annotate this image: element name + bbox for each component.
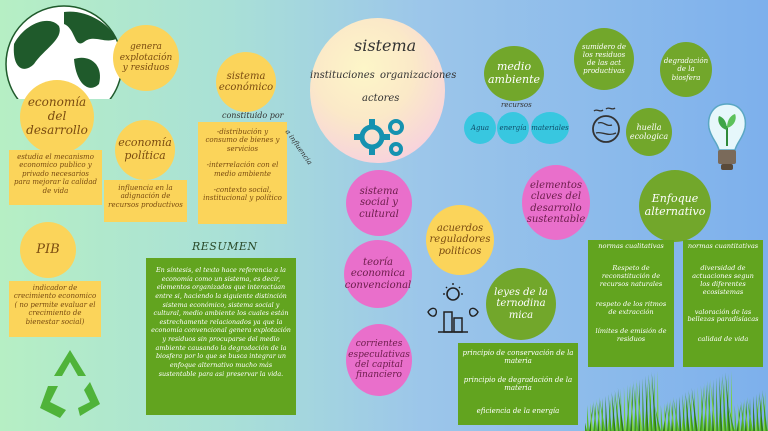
globe-icon — [5, 5, 123, 99]
node-huella-ecologica: huella ecologica — [626, 108, 672, 156]
norma-item: respeto de los ritmos de extracción — [595, 299, 667, 316]
grass-icon — [585, 371, 768, 431]
node-materiales: materiales — [531, 112, 569, 144]
world-hand-icon — [592, 107, 620, 143]
distribucion-item: -interrelación con el medio ambiente — [206, 161, 279, 178]
distribucion-item: -contexto social, institucional y políti… — [203, 185, 282, 203]
distribucion-item: -distribución y consumo de bienes y serv… — [205, 128, 280, 153]
sistema-instituciones: instituciones — [310, 70, 375, 81]
node-sistema-social: sistema social y cultural — [346, 170, 412, 236]
box-distribucion: -distribución y consumo de bienes y serv… — [198, 122, 287, 224]
normas-cuantitativas-title: normas cuantitativas — [687, 242, 759, 250]
box-influencia: influencia en la adignación de recursos … — [104, 180, 187, 222]
node-economia-desarrollo: economía del desarrollo — [20, 80, 94, 154]
node-sistema: sistema instituciones organizaciones act… — [310, 18, 456, 163]
norma-item: límites de emisión de residuos — [595, 327, 667, 344]
node-pib: PIB — [20, 222, 76, 278]
node-sumidero: sumidero de los residuos de las act prod… — [574, 28, 634, 90]
gears-icon — [354, 119, 404, 156]
node-elementos-claves: elementos claves del desarrollo sustenta… — [522, 165, 590, 240]
box-pib: indicador de crecimiento economico ( no … — [9, 281, 101, 337]
box-resumen: En síntesis, el texto hace referencia a … — [146, 258, 296, 415]
principio-item: principio de conservación de la materia — [462, 349, 574, 366]
node-enfoque-alternativo: Enfoque alternativo — [639, 170, 711, 242]
lightbulb-plant-icon — [707, 103, 747, 170]
node-economia-politica: economía política — [115, 120, 175, 180]
principio-item: principio de degradación de la materia — [463, 375, 573, 393]
sistema-title: sistema — [354, 36, 417, 55]
node-sistema-economico: sistema económico — [216, 52, 276, 112]
normas-cualitativas-title: normas cualitativas — [598, 242, 664, 250]
label-constituido-por: constituido por — [222, 111, 284, 120]
box-normas-cualitativas: normas cualitativas Respeto de reconstit… — [588, 240, 674, 367]
city-sun-icon — [427, 283, 479, 333]
box-normas-cuantitativas: normas cuantitativas diversidad de actua… — [683, 240, 763, 367]
resumen-title: RESUMEN — [192, 240, 258, 253]
node-corrientes: corrientes especulativas del capital fin… — [346, 324, 412, 396]
node-medio-ambiente: medio ambiente — [484, 46, 544, 101]
norma-item: valoración de las bellezas paradisíacas — [687, 307, 759, 324]
node-acuerdos: acuerdos reguladores politicos — [426, 205, 494, 275]
label-recursos: recursos — [501, 101, 532, 109]
norma-item: calidad de vida — [697, 335, 749, 344]
norma-item: diversidad de actuaciones segun los dife… — [692, 263, 754, 296]
node-teoria: teoría economica convencional — [344, 240, 412, 308]
norma-item: Respeto de reconstitución de recursos na… — [599, 263, 663, 288]
node-energia: energía — [497, 112, 529, 144]
node-agua: Agua — [464, 112, 496, 144]
node-leyes: leyes de la ternodina mica — [486, 268, 556, 340]
node-degradacion-biosfera: degradación de la biosfera — [660, 42, 712, 97]
label-a-influencia: a influencia — [283, 128, 314, 167]
principio-item: eficiencia de la energía — [476, 406, 560, 415]
sistema-organizaciones: organizaciones — [380, 70, 457, 81]
node-genera-explotacion: genera explotación y residuos — [113, 25, 179, 91]
sistema-actores: actores — [362, 93, 400, 104]
box-estudia: estudia el mecanismo economico publico y… — [9, 150, 102, 205]
recycle-icon — [40, 350, 100, 418]
box-principios: principio de conservación de la materia … — [458, 343, 578, 425]
